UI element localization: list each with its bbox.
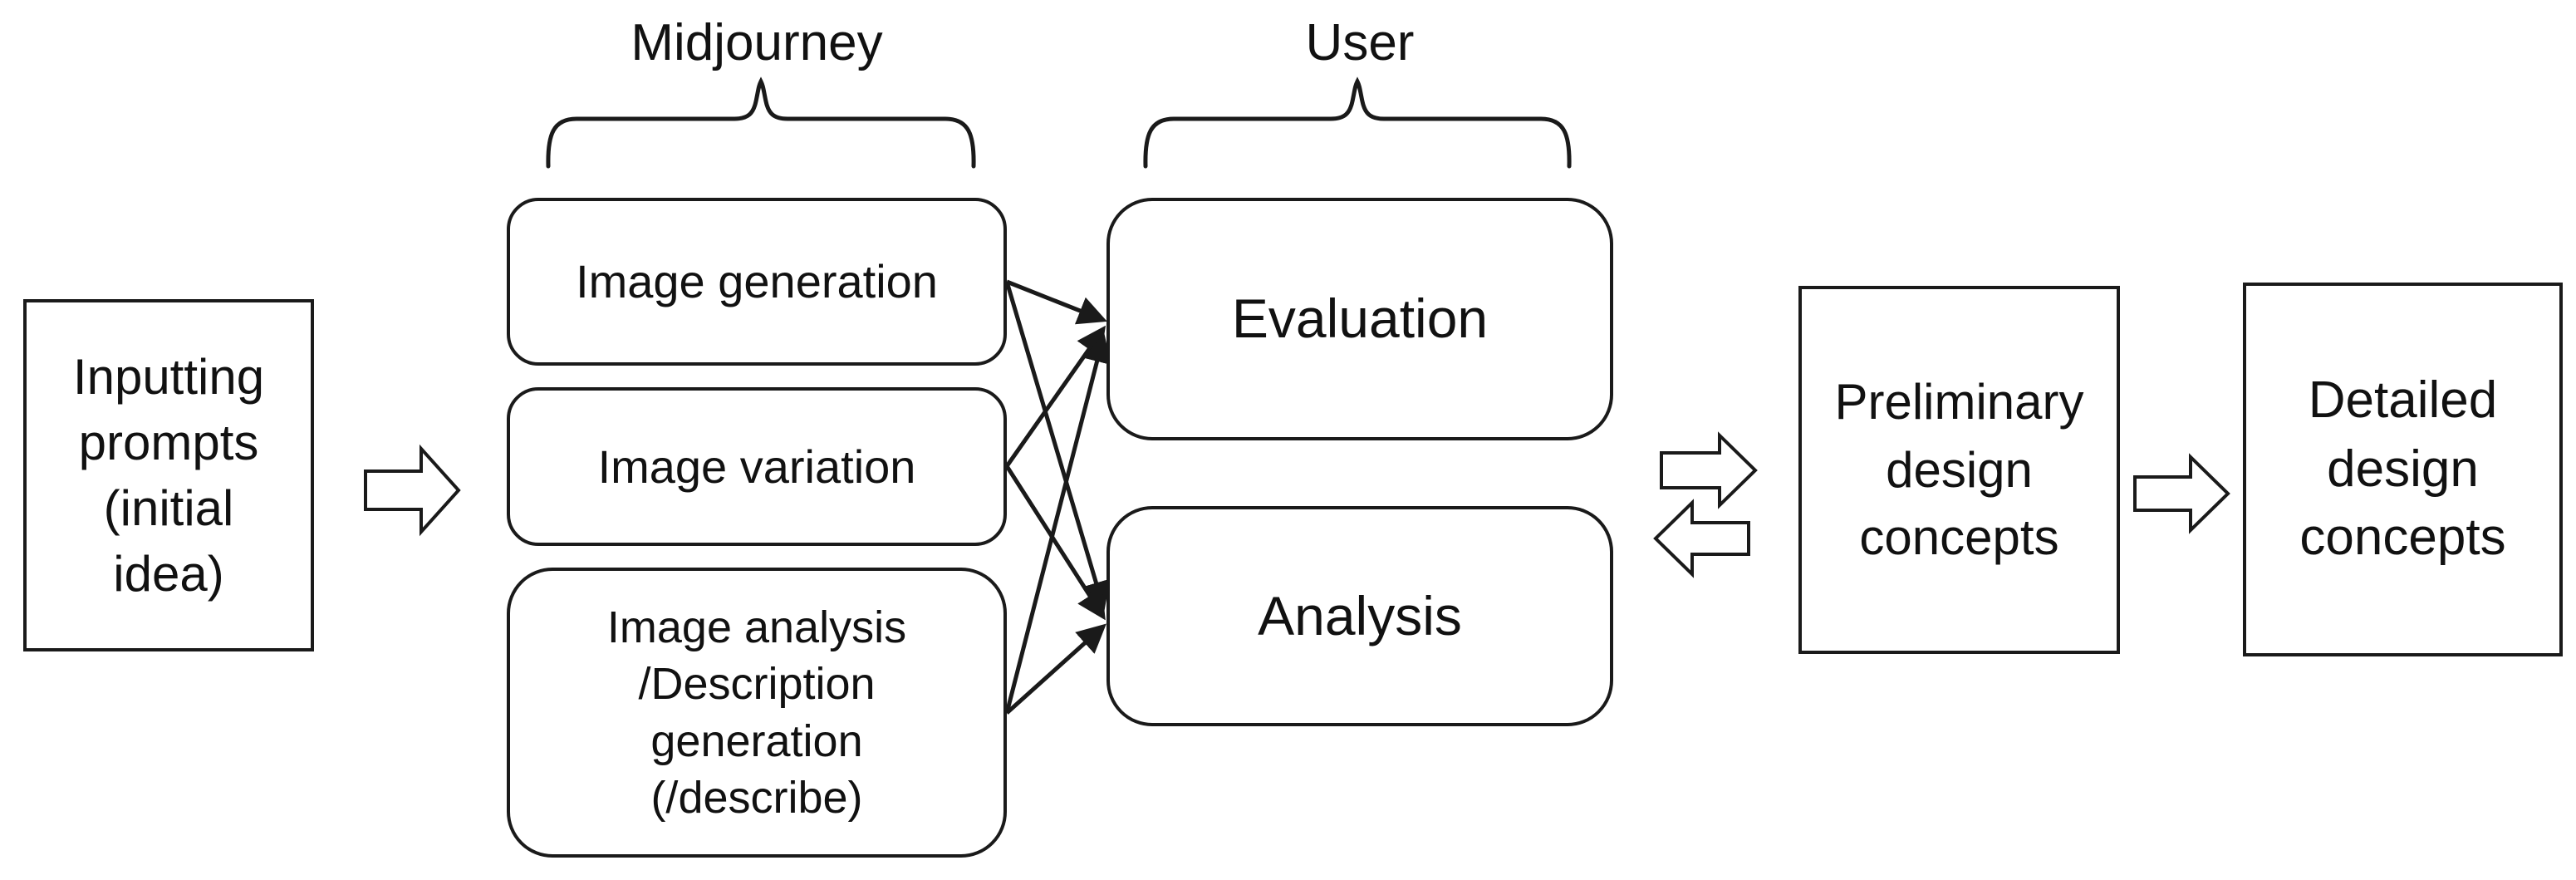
analysis-box: Analysis [1106,506,1613,726]
image-generation-label: Image generation [576,255,938,307]
image-analysis-box: Image analysis /Description generation (… [507,568,1007,858]
preliminary-concepts-label: Preliminary design concepts [1834,374,2084,566]
connector-generation-to-evaluation [1006,279,1107,325]
evaluation-label: Evaluation [1231,288,1489,350]
input-flow-arrow-icon [364,444,461,537]
input-prompts-box: Inputting prompts (initial idea) [23,299,314,651]
input-prompts-label: Inputting prompts (initial idea) [72,348,265,602]
analysis-label: Analysis [1258,584,1462,646]
feedback-arrow-right-icon [1660,431,1758,509]
connector-variation-to-evaluation [1004,325,1106,468]
preliminary-concepts-box: Preliminary design concepts [1798,286,2120,654]
midjourney-group-label: Midjourney [631,14,883,71]
user-brace [1143,76,1572,169]
user-group-label: User [1305,14,1415,71]
feedback-arrow-left-icon [1653,499,1750,578]
midjourney-brace [546,76,976,169]
connector-variation-to-analysis [1004,465,1106,621]
detailed-concepts-label: Detailed design concepts [2299,371,2506,567]
connector-describe-to-analysis [1005,623,1106,715]
image-generation-box: Image generation [507,198,1007,366]
connector-describe-to-evaluation [1004,332,1111,714]
image-variation-box: Image variation [507,387,1007,546]
evaluation-box: Evaluation [1106,198,1613,440]
connector-generation-to-analysis [1004,281,1111,612]
detailed-concepts-box: Detailed design concepts [2243,283,2563,656]
connector-arrows [1004,279,1111,715]
image-variation-label: Image variation [597,440,916,493]
image-analysis-label: Image analysis /Description generation (… [606,602,907,823]
refine-flow-arrow-icon [2133,453,2230,534]
